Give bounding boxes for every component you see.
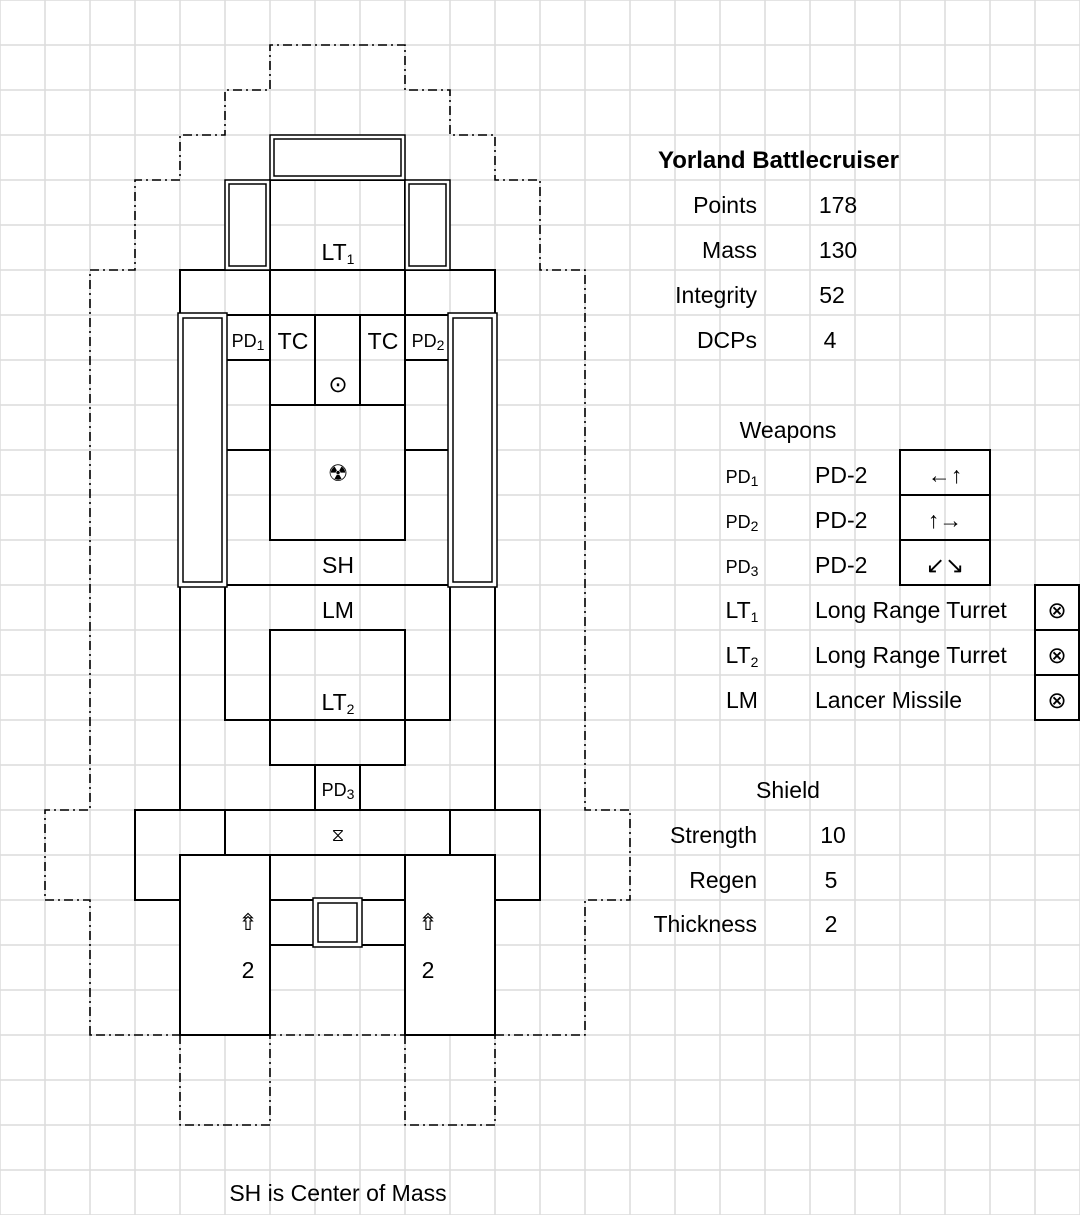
pd3-label: PD3 [322, 780, 355, 802]
shield-label: Strength [670, 822, 757, 848]
weapon-code: LT1 [726, 597, 759, 625]
shield-outline [44, 44, 631, 1126]
thrust-left-value: 2 [242, 957, 255, 983]
bridge-icon: ⊙ [328, 371, 347, 397]
pd2-label: PD2 [412, 331, 445, 353]
weapon-code: PD3 [726, 557, 759, 579]
turret-arc-icon: ⊗ [1047, 597, 1066, 623]
shield-label: Thickness [653, 911, 757, 937]
stat-label: Integrity [675, 282, 757, 308]
firing-arc-icon: ↙↘ [926, 552, 965, 578]
shield-stats: Strength 10 Regen 5 Thickness 2 [653, 822, 845, 937]
shield-heading: Shield [756, 777, 820, 803]
weapon-name: PD-2 [815, 462, 867, 488]
lt1-label: LT1 [322, 239, 355, 267]
stat-label: DCPs [697, 327, 757, 353]
weapon-name: Long Range Turret [815, 642, 1007, 668]
turret-arc-icon: ⊗ [1047, 642, 1066, 668]
ship-title: Yorland Battlecruiser [658, 147, 899, 174]
thrust-right-value: 2 [422, 957, 435, 983]
tc-left-label: TC [278, 328, 309, 354]
firing-arc-icon: ↑→ [928, 507, 963, 533]
lt2-label: LT2 [322, 689, 355, 717]
weapon-name: Lancer Missile [815, 687, 962, 713]
weapon-code: LT2 [726, 642, 759, 670]
pd1-label: PD1 [232, 331, 265, 353]
weapon-code: PD2 [726, 512, 759, 534]
tc-right-label: TC [368, 328, 399, 354]
weapon-code: LM [726, 687, 758, 713]
stat-value: 4 [824, 327, 837, 353]
ship-stats: Points 178 Mass 130 Integrity 52 DCPs 4 [675, 192, 857, 353]
armor-blocks [177, 134, 498, 948]
stat-label: Points [693, 192, 757, 218]
weapon-row: PD3 PD-2 ↙↘ [726, 552, 965, 579]
weapon-row: LT1 Long Range Turret ⊗ [726, 597, 1067, 625]
weapons-heading: Weapons [740, 417, 837, 443]
weapon-row: PD1 PD-2 ←↑ [726, 462, 963, 489]
weapon-row: LM Lancer Missile ⊗ [726, 687, 1067, 713]
reactor-icon: ☢ [328, 460, 349, 486]
shield-label: Regen [689, 867, 757, 893]
weapon-row: LT2 Long Range Turret ⊗ [726, 642, 1067, 670]
stat-value: 52 [819, 282, 845, 308]
ship-hull [134, 179, 541, 1036]
hourglass-icon: ⧖ [332, 825, 345, 845]
sh-label: SH [322, 552, 354, 578]
weapon-row: PD2 PD-2 ↑→ [726, 507, 963, 534]
stat-value: 130 [819, 237, 857, 263]
thruster-right-icon: ⇮ [418, 909, 437, 935]
weapons-table [899, 449, 1080, 721]
shield-value: 5 [825, 867, 838, 893]
weapon-name: PD-2 [815, 507, 867, 533]
weapon-name: Long Range Turret [815, 597, 1007, 623]
stat-label: Mass [702, 237, 757, 263]
firing-arc-icon: ←↑ [928, 462, 963, 488]
stat-value: 178 [819, 192, 857, 218]
lm-label: LM [322, 597, 354, 623]
turret-arc-icon: ⊗ [1047, 687, 1066, 713]
thruster-left-icon: ⇮ [238, 909, 257, 935]
weapon-code: PD1 [726, 467, 759, 489]
weapon-name: PD-2 [815, 552, 867, 578]
shield-value: 10 [820, 822, 846, 848]
footer-note: SH is Center of Mass [229, 1180, 446, 1206]
shield-value: 2 [825, 911, 838, 937]
